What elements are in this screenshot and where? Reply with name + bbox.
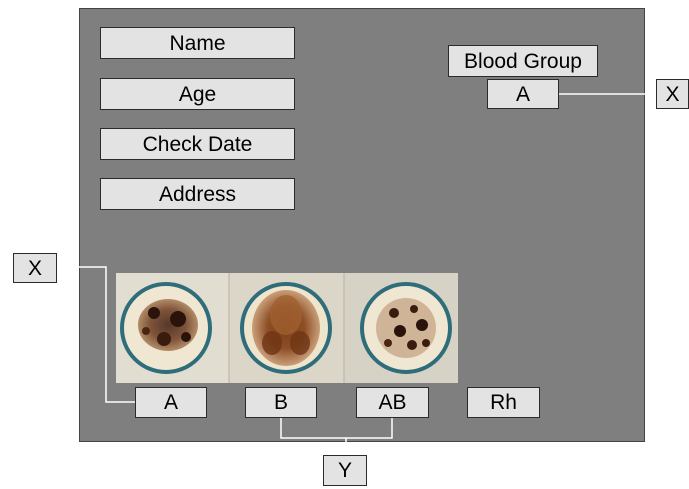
address-field: Address xyxy=(100,178,295,210)
dish-ab xyxy=(362,284,450,372)
blood-test-dishes-image xyxy=(116,273,458,383)
test-label-a: A xyxy=(135,387,207,418)
blood-group-title: Blood Group xyxy=(448,45,598,77)
connector-b-ab xyxy=(281,417,392,438)
check-date-field: Check Date xyxy=(100,128,295,160)
callout-x-right: X xyxy=(656,79,689,109)
name-field: Name xyxy=(100,27,295,59)
blood-group-value: A xyxy=(487,79,559,109)
test-label-ab: AB xyxy=(356,387,429,418)
age-field: Age xyxy=(100,78,295,110)
test-label-rh: Rh xyxy=(467,387,540,418)
dish-b xyxy=(242,284,330,372)
callout-y-bottom: Y xyxy=(323,455,367,486)
dish-a xyxy=(122,284,210,372)
callout-x-left: X xyxy=(13,253,57,283)
test-label-b: B xyxy=(245,387,317,418)
